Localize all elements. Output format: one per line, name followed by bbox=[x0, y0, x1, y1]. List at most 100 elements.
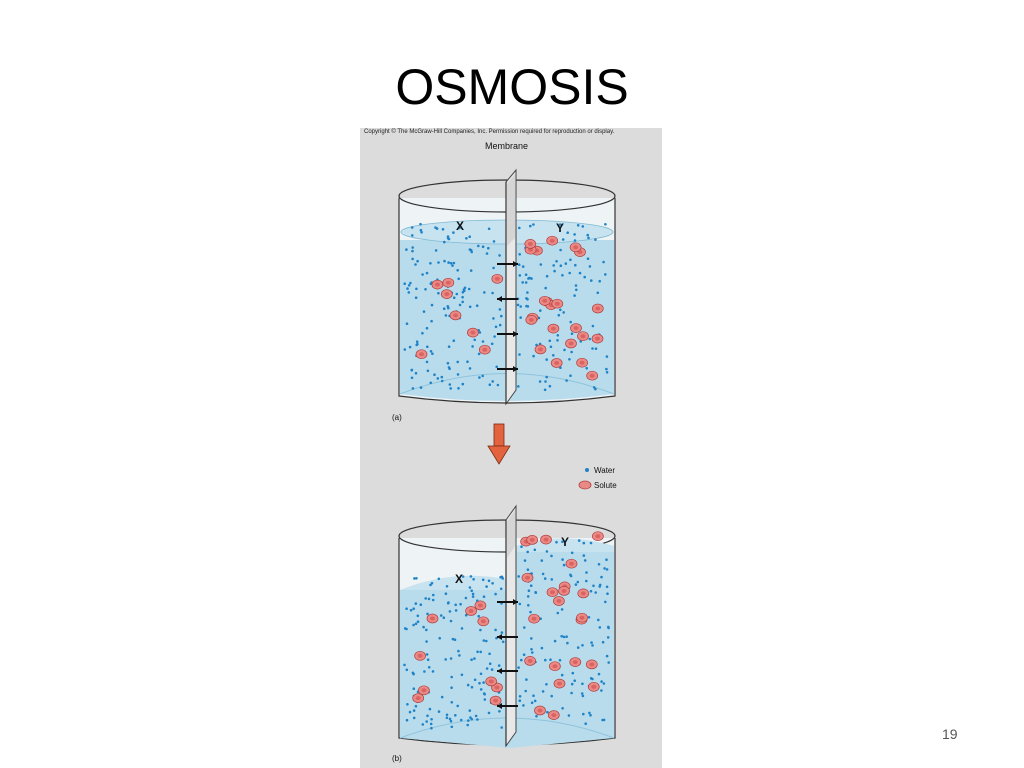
water-molecule bbox=[597, 563, 601, 566]
solute-core bbox=[482, 347, 488, 352]
water-molecule bbox=[570, 350, 573, 354]
water-molecule bbox=[529, 610, 532, 614]
water-molecule bbox=[425, 640, 428, 643]
water-molecule bbox=[478, 376, 481, 379]
water-molecule bbox=[577, 539, 581, 542]
water-molecule bbox=[412, 607, 415, 610]
water-molecule bbox=[425, 271, 429, 275]
water-molecule bbox=[583, 559, 587, 562]
water-molecule bbox=[446, 361, 450, 365]
water-molecule bbox=[440, 375, 444, 379]
water-molecule bbox=[456, 704, 459, 708]
water-molecule bbox=[570, 691, 573, 695]
water-molecule bbox=[445, 716, 449, 720]
water-molecule bbox=[558, 658, 562, 662]
water-molecule bbox=[490, 342, 494, 346]
water-molecule bbox=[430, 718, 433, 721]
solute-core bbox=[579, 360, 585, 365]
water-molecule bbox=[532, 354, 535, 358]
water-molecule bbox=[481, 340, 485, 343]
water-molecule bbox=[467, 287, 471, 291]
water-molecule bbox=[530, 637, 533, 640]
water-molecule bbox=[405, 607, 408, 610]
slide-title: OSMOSIS bbox=[395, 59, 629, 115]
water-molecule bbox=[521, 265, 525, 268]
solute-core bbox=[488, 679, 494, 684]
water-molecule bbox=[590, 279, 593, 282]
water-molecule bbox=[499, 575, 502, 579]
water-molecule bbox=[561, 540, 564, 544]
water-molecule bbox=[574, 583, 578, 586]
water-molecule bbox=[592, 584, 595, 588]
water-molecule bbox=[582, 712, 585, 716]
water-molecule bbox=[555, 260, 558, 263]
water-molecule bbox=[597, 672, 601, 676]
water-molecule bbox=[596, 291, 600, 295]
water-molecule bbox=[482, 681, 485, 684]
water-molecule bbox=[433, 373, 436, 376]
water-molecule bbox=[428, 707, 432, 711]
water-molecule bbox=[443, 259, 446, 263]
solute-core bbox=[453, 313, 458, 318]
water-molecule bbox=[518, 695, 522, 698]
water-molecule bbox=[419, 603, 423, 606]
water-molecule bbox=[446, 237, 450, 240]
water-molecule bbox=[449, 387, 452, 390]
water-molecule bbox=[580, 692, 584, 695]
legend-water-marker bbox=[585, 468, 589, 472]
water-molecule bbox=[559, 308, 562, 312]
water-molecule bbox=[559, 248, 562, 252]
water-molecule bbox=[429, 722, 433, 726]
water-molecule bbox=[440, 379, 444, 383]
water-molecule bbox=[467, 719, 470, 722]
water-molecule bbox=[457, 649, 460, 653]
water-molecule bbox=[487, 711, 491, 715]
water-molecule bbox=[592, 386, 596, 389]
water-molecule bbox=[449, 719, 453, 723]
water-molecule bbox=[492, 240, 496, 243]
water-molecule bbox=[531, 651, 534, 654]
solute-core bbox=[477, 603, 483, 608]
solute-core bbox=[550, 326, 556, 331]
water-molecule bbox=[424, 597, 427, 600]
water-molecule bbox=[479, 628, 482, 632]
water-molecule bbox=[605, 585, 609, 589]
water-molecule bbox=[416, 614, 420, 618]
water-molecule bbox=[540, 559, 544, 562]
water-molecule bbox=[468, 586, 472, 589]
water-molecule bbox=[426, 612, 429, 616]
water-molecule bbox=[586, 257, 590, 260]
water-molecule bbox=[403, 348, 407, 351]
copyright-notice: Copyright © The McGraw-Hill Companies, I… bbox=[364, 129, 615, 135]
water-molecule bbox=[431, 598, 435, 602]
osmosis-diagram bbox=[398, 168, 616, 748]
water-molecule bbox=[602, 682, 606, 685]
solute-core bbox=[430, 616, 435, 621]
solute-core bbox=[580, 591, 586, 596]
water-molecule bbox=[570, 682, 574, 686]
water-molecule bbox=[594, 591, 597, 594]
water-molecule bbox=[442, 307, 446, 310]
water-molecule bbox=[443, 240, 446, 244]
water-molecule bbox=[406, 703, 409, 706]
water-molecule bbox=[524, 281, 528, 284]
water-molecule bbox=[607, 661, 610, 664]
water-molecule bbox=[494, 628, 497, 632]
water-molecule bbox=[466, 360, 469, 363]
water-molecule bbox=[422, 625, 425, 629]
page-number: 19 bbox=[942, 726, 958, 742]
water-molecule bbox=[591, 347, 594, 350]
water-molecule bbox=[461, 300, 464, 304]
water-molecule bbox=[411, 671, 415, 675]
solute-core bbox=[554, 361, 560, 365]
water-molecule bbox=[471, 345, 474, 348]
water-molecule bbox=[526, 291, 529, 294]
water-molecule bbox=[478, 681, 481, 685]
water-molecule bbox=[561, 238, 565, 241]
water-molecule bbox=[405, 248, 408, 251]
water-molecule bbox=[570, 551, 574, 555]
flow-arrow-head bbox=[513, 366, 518, 372]
water-molecule bbox=[570, 332, 574, 335]
water-molecule bbox=[533, 699, 537, 703]
water-molecule bbox=[415, 340, 419, 343]
